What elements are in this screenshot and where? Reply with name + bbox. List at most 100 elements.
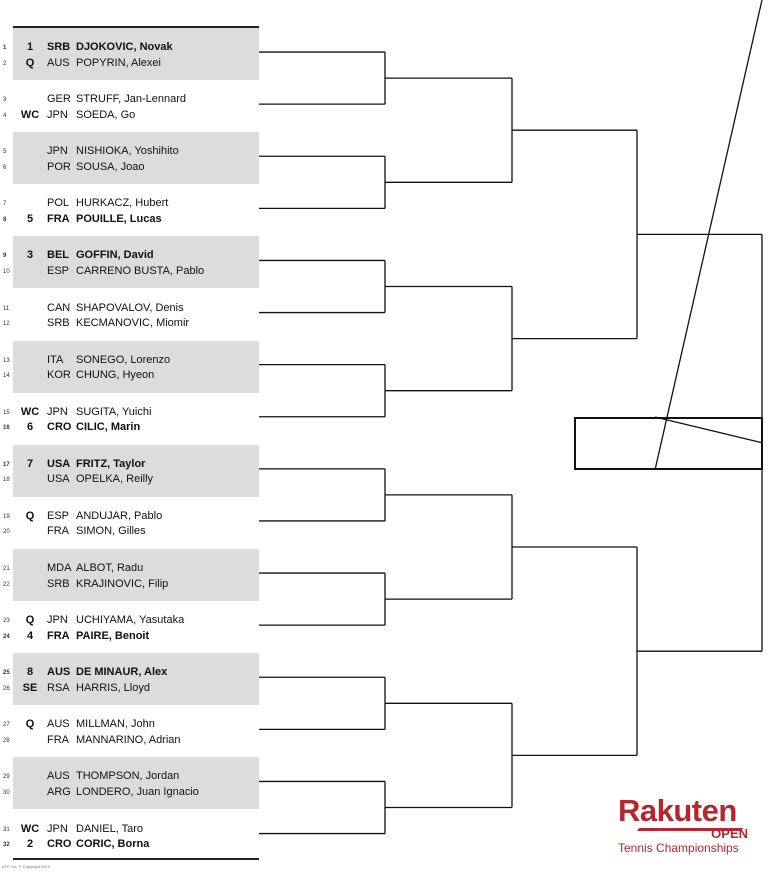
draw-position: 4 — [3, 112, 7, 119]
draw-position: 18 — [3, 477, 10, 484]
player-name: DANIEL, Taro — [76, 822, 144, 835]
player-name: CORIC, Borna — [76, 838, 150, 850]
player-name: CARRENO BUSTA, Pablo — [76, 264, 205, 277]
tournament-logo: Rakuten OPEN Tennis Championships — [618, 795, 758, 856]
nationality: POL — [47, 197, 70, 210]
draw-position: 28 — [3, 737, 10, 744]
draw-position: 16 — [3, 425, 10, 432]
seed-label: 7 — [26, 457, 34, 470]
seed-label: 3 — [26, 249, 34, 262]
draw-position: 29 — [3, 774, 10, 781]
final-line — [654, 416, 763, 444]
draw-position: 21 — [3, 566, 10, 572]
draw-position: 13 — [3, 357, 10, 364]
player-name: SUGITA, Yuichi — [76, 405, 152, 418]
player-name: SIMON, Gilles — [76, 525, 146, 538]
player-name: FRITZ, Taylor — [76, 457, 146, 470]
player-name: SOEDA, Go — [76, 108, 136, 121]
draw-position: 31 — [3, 826, 10, 833]
player-name: DJOKOVIC, Novak — [76, 41, 173, 53]
seed-label: SE — [22, 681, 38, 694]
draw-position: 23 — [3, 618, 10, 625]
copyright-text: ATP, Inc. © Copyright 2019 — [2, 864, 50, 869]
nationality: SRB — [47, 577, 70, 590]
player-name: UCHIYAMA, Yasutaka — [76, 614, 185, 627]
nationality: CRO — [47, 838, 72, 850]
nationality: MDA — [47, 562, 72, 574]
nationality: AUS — [47, 666, 71, 679]
nationality: USA — [47, 457, 71, 470]
draw-position: 17 — [3, 461, 10, 468]
draw-position: 11 — [3, 305, 10, 312]
nationality: SRB — [47, 317, 70, 329]
nationality: GER — [47, 93, 71, 106]
seed-label: Q — [25, 509, 35, 522]
nationality: JPN — [47, 145, 68, 158]
player-name: THOMPSON, Jordan — [76, 770, 180, 783]
player-name: DE MINAUR, Alex — [76, 666, 168, 679]
draw-position: 7 — [3, 201, 7, 208]
seed-label: 8 — [26, 666, 34, 679]
draw-position: 27 — [3, 722, 10, 729]
seed-label: WC — [20, 405, 40, 418]
draw-position: 9 — [3, 253, 7, 260]
player-name: NISHIOKA, Yoshihito — [76, 145, 179, 158]
player-name: ALBOT, Radu — [76, 562, 144, 574]
nationality: AUS — [47, 718, 70, 731]
draw-position: 19 — [3, 513, 10, 520]
draw-position: 26 — [3, 685, 10, 692]
draw-position: 22 — [3, 581, 10, 588]
player-name: STRUFF, Jan-Lennard — [76, 93, 187, 106]
final-line — [654, 0, 763, 471]
seed-label: Q — [25, 56, 35, 69]
nationality: FRA — [47, 629, 70, 642]
nationality: BEL — [47, 249, 69, 262]
draw-position: 6 — [3, 164, 7, 171]
draw-position: 12 — [3, 321, 10, 327]
player-name: SONEGO, Lorenzo — [76, 353, 171, 366]
nationality: ESP — [47, 509, 70, 522]
draw-position: 15 — [3, 409, 10, 416]
logo-subtitle: Tennis Championships — [618, 841, 739, 855]
seed-label: 6 — [26, 421, 34, 434]
draw-position: 8 — [3, 216, 7, 223]
player-name: LONDERO, Juan Ignacio — [76, 785, 199, 798]
seed-label: WC — [20, 822, 40, 835]
nationality: ARG — [47, 785, 71, 798]
player-name: HARRIS, Lloyd — [76, 681, 150, 694]
nationality: JPN — [47, 822, 68, 835]
draw-position: 2 — [3, 60, 7, 67]
player-name: OPELKA, Reilly — [76, 473, 154, 486]
match-11: 21 MDA ALBOT, Radu 22 SRB KRAJINOVIC, Filip — [3, 549, 259, 602]
player-name: GOFFIN, David — [76, 249, 154, 262]
seed-label: Q — [25, 718, 35, 731]
draw-position: 24 — [3, 633, 10, 640]
nationality: CRO — [47, 421, 72, 434]
draw-position: 30 — [3, 789, 10, 796]
player-name: KRAJINOVIC, Filip — [76, 577, 169, 590]
nationality: SRB — [47, 41, 71, 53]
player-name: KECMANOVIC, Miomir — [76, 317, 190, 329]
nationality: JPN — [47, 614, 68, 627]
nationality: JPN — [47, 108, 68, 121]
nationality: ITA — [47, 353, 64, 366]
nationality: JPN — [47, 405, 68, 418]
seed-label: Q — [25, 614, 35, 627]
draw-position: 14 — [3, 373, 10, 380]
draw-position: 25 — [3, 670, 10, 677]
